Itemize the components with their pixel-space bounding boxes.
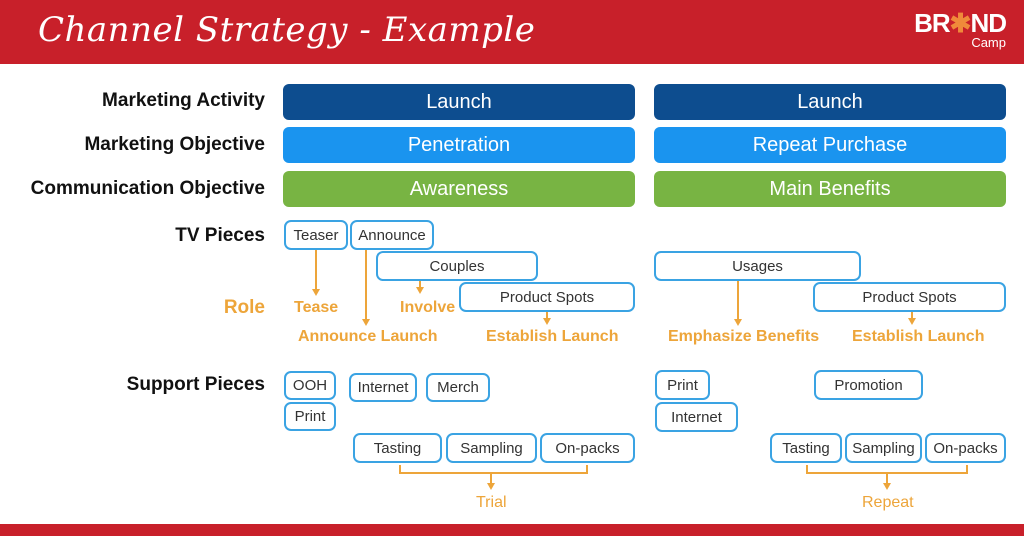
support-ooh: OOH — [284, 371, 336, 400]
tv-piece-announce: Announce — [350, 220, 434, 250]
tv-piece-couples: Couples — [376, 251, 538, 281]
role-establish-launch: Establish Launch — [486, 328, 619, 345]
arrow-line — [365, 250, 367, 320]
left-objective-bar: Penetration — [283, 127, 635, 163]
left-activity-bar: Launch — [283, 84, 635, 120]
role-tease: Tease — [294, 299, 339, 316]
bracket-line — [586, 465, 588, 474]
support-print: Print — [284, 402, 336, 431]
support-internet: Internet — [349, 373, 417, 402]
tv-piece-usages: Usages — [654, 251, 861, 281]
right-objective-bar: Repeat Purchase — [654, 127, 1006, 163]
bracket-line — [966, 465, 968, 474]
support-print: Print — [655, 370, 710, 400]
tv-piece-product-spots: Product Spots — [813, 282, 1006, 312]
support-sampling: Sampling — [446, 433, 537, 463]
footer-bar — [0, 524, 1024, 536]
arrow-line — [315, 250, 317, 290]
label-role: Role — [223, 297, 265, 318]
arrow-head-icon — [734, 319, 742, 326]
label-support-pieces: Support Pieces — [126, 374, 265, 395]
page-title: Channel Strategy - Example — [38, 10, 536, 50]
arrow-head-icon — [908, 318, 916, 325]
arrow-head-icon — [362, 319, 370, 326]
support-promotion: Promotion — [814, 370, 923, 400]
label-marketing-activity: Marketing Activity — [102, 90, 265, 111]
arrow-line — [911, 312, 913, 319]
label-tv-pieces: TV Pieces — [175, 225, 265, 246]
support-merch: Merch — [426, 373, 490, 402]
logo-sub: Camp — [971, 35, 1006, 50]
support-tasting: Tasting — [353, 433, 442, 463]
bracket-line — [399, 465, 401, 474]
arrow-head-icon — [416, 287, 424, 294]
logo-text: BR — [914, 8, 951, 38]
arrow-head-icon — [543, 318, 551, 325]
role-announce-launch: Announce Launch — [298, 328, 438, 345]
brand-logo: BR✱ND Camp — [914, 8, 1007, 50]
role-involve: Involve — [400, 299, 456, 316]
tv-piece-teaser: Teaser — [284, 220, 348, 250]
label-communication-objective: Communication Objective — [30, 178, 265, 199]
left-communication-bar: Awareness — [283, 171, 635, 207]
tv-piece-product-spots: Product Spots — [459, 282, 635, 312]
arrow-line — [546, 312, 548, 319]
arrow-line — [886, 472, 888, 484]
bracket-line — [399, 472, 588, 474]
support-role-repeat: Repeat — [862, 494, 914, 511]
right-communication-bar: Main Benefits — [654, 171, 1006, 207]
arrow-head-icon — [312, 289, 320, 296]
support-on-packs: On-packs — [925, 433, 1006, 463]
arrow-line — [737, 281, 739, 320]
logo-text: ND — [970, 8, 1007, 38]
support-role-trial: Trial — [476, 494, 507, 511]
arrow-line — [490, 472, 492, 484]
support-on-packs: On-packs — [540, 433, 635, 463]
support-internet: Internet — [655, 402, 738, 432]
header-bar — [0, 0, 1024, 64]
bracket-line — [806, 465, 808, 474]
arrow-head-icon — [883, 483, 891, 490]
arrow-head-icon — [487, 483, 495, 490]
support-tasting: Tasting — [770, 433, 842, 463]
logo-star-icon: ✱ — [949, 8, 972, 38]
role-establish-launch: Establish Launch — [852, 328, 985, 345]
right-activity-bar: Launch — [654, 84, 1006, 120]
role-emphasize-benefits: Emphasize Benefits — [668, 328, 820, 345]
support-sampling: Sampling — [845, 433, 922, 463]
arrow-line — [419, 281, 421, 288]
label-marketing-objective: Marketing Objective — [84, 134, 265, 155]
